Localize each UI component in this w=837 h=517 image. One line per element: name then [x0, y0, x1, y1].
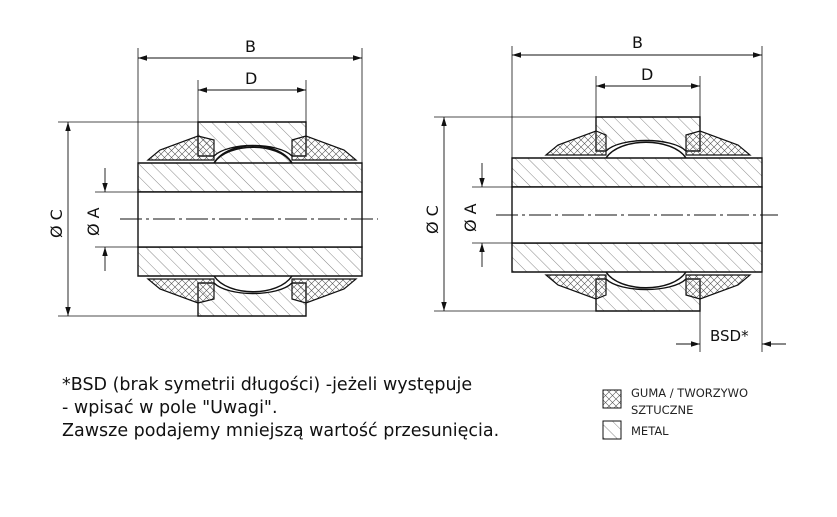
- left-label-a: Ø A: [84, 207, 103, 236]
- legend-swatch-rubber: [602, 389, 622, 409]
- legend-rubber-label-2: SZTUCZNE: [631, 403, 694, 417]
- right-label-d: D: [641, 65, 653, 84]
- note-line-1: *BSD (brak symetrii długości) -jeżeli wy…: [62, 375, 473, 395]
- legend-swatch-metal: [602, 420, 622, 440]
- left-seal-bottom-right: [291, 278, 358, 304]
- right-seal-bottom-right: [685, 274, 752, 300]
- right-dimensions: [434, 46, 786, 352]
- left-dimensions: [58, 48, 363, 317]
- right-label-b: B: [632, 33, 643, 52]
- left-bore: [137, 191, 363, 248]
- right-inner-ring-bottom: [511, 242, 763, 273]
- note-line-3: Zawsze podajemy mniejszą wartość przesun…: [62, 421, 500, 441]
- right-label-a: Ø A: [461, 203, 480, 232]
- left-seal-top-right: [291, 135, 358, 161]
- left-label-c: Ø C: [47, 209, 66, 238]
- left-label-b: B: [245, 37, 256, 56]
- right-outer-ring-top: [595, 116, 701, 152]
- left-seal-top-left: [146, 135, 215, 161]
- right-outer-ring-bottom: [595, 278, 701, 312]
- left-seal-bottom-left: [146, 278, 215, 304]
- left-bearing-section: [120, 121, 378, 317]
- right-seal-bottom-left: [544, 274, 607, 300]
- right-label-bsd: BSD*: [710, 327, 749, 345]
- right-bearing-section: [496, 116, 778, 312]
- right-seal-top-left: [544, 130, 607, 156]
- right-label-c: Ø C: [423, 205, 442, 234]
- right-seal-top-right: [685, 130, 752, 156]
- legend-metal-label: METAL: [631, 424, 669, 438]
- left-label-d: D: [245, 69, 257, 88]
- right-inner-ring-top: [511, 157, 763, 188]
- legend-rubber-label-1: GUMA / TWORZYWO: [631, 386, 749, 400]
- note-line-2: - wpisać w pole "Uwagi".: [62, 398, 278, 418]
- left-inner-ring-bottom: [137, 246, 363, 277]
